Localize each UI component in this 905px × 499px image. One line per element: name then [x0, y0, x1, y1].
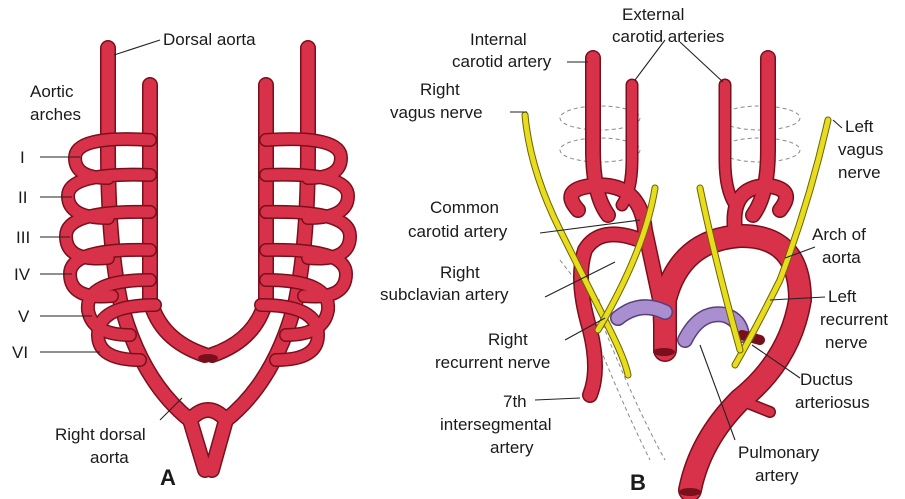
label-arch-iv: IV: [14, 265, 31, 284]
label-7th-intersegmental-line1: 7th: [503, 392, 527, 411]
label-arch-ii: II: [18, 188, 27, 207]
label-right-vagus-line1: Right: [420, 80, 460, 99]
label-arch-vi: VI: [12, 343, 28, 362]
label-right-subclavian-line1: Right: [440, 263, 480, 282]
label-arch-of-aorta-line1: Arch of: [812, 225, 866, 244]
label-dorsal-aorta: Dorsal aorta: [163, 30, 256, 49]
label-aortic-arches-line1: Aortic: [30, 82, 74, 101]
panel-a-letter: A: [160, 465, 176, 490]
label-internal-carotid-line1: Internal: [470, 30, 527, 49]
label-left-recurrent-line3: nerve: [825, 333, 868, 352]
pulmonary-arteries: [618, 307, 742, 340]
label-ductus-line2: arteriosus: [795, 393, 870, 412]
label-arch-iii: III: [16, 228, 30, 247]
label-pulmonary-line2: artery: [755, 466, 799, 485]
panel-a-vessels: [66, 48, 350, 470]
label-right-vagus-line2: vagus nerve: [390, 103, 483, 122]
label-external-carotid-line1: External: [622, 5, 684, 24]
label-aortic-arches-line2: arches: [30, 105, 81, 124]
label-internal-carotid-line2: carotid artery: [452, 52, 552, 71]
label-pulmonary-line1: Pulmonary: [738, 443, 820, 462]
label-7th-intersegmental-line2: intersegmental: [440, 415, 552, 434]
label-arch-of-aorta-line2: aorta: [822, 248, 861, 267]
label-right-recurrent-line2: recurrent nerve: [435, 353, 550, 372]
label-arch-i: I: [20, 148, 25, 167]
label-7th-intersegmental-line3: artery: [490, 438, 534, 457]
panel-b-vessels: [571, 58, 800, 490]
panel-b-letter: B: [630, 470, 646, 495]
label-left-vagus-line3: nerve: [838, 163, 881, 182]
label-right-subclavian-line2: subclavian artery: [380, 285, 509, 304]
label-left-recurrent-line1: Left: [828, 287, 857, 306]
label-arch-v: V: [18, 307, 30, 326]
label-left-vagus-line1: Left: [845, 117, 874, 136]
label-common-carotid-line2: carotid artery: [408, 222, 508, 241]
label-right-recurrent-line1: Right: [488, 330, 528, 349]
label-right-dorsal-aorta-line1: Right dorsal: [55, 425, 146, 444]
label-left-recurrent-line2: recurrent: [820, 310, 888, 329]
label-left-vagus-line2: vagus: [838, 140, 883, 159]
label-external-carotid-line2: carotid arteries: [612, 27, 724, 46]
label-ductus-line1: Ductus: [800, 370, 853, 389]
label-right-dorsal-aorta-line2: aorta: [90, 448, 129, 467]
label-common-carotid-line1: Common: [430, 198, 499, 217]
